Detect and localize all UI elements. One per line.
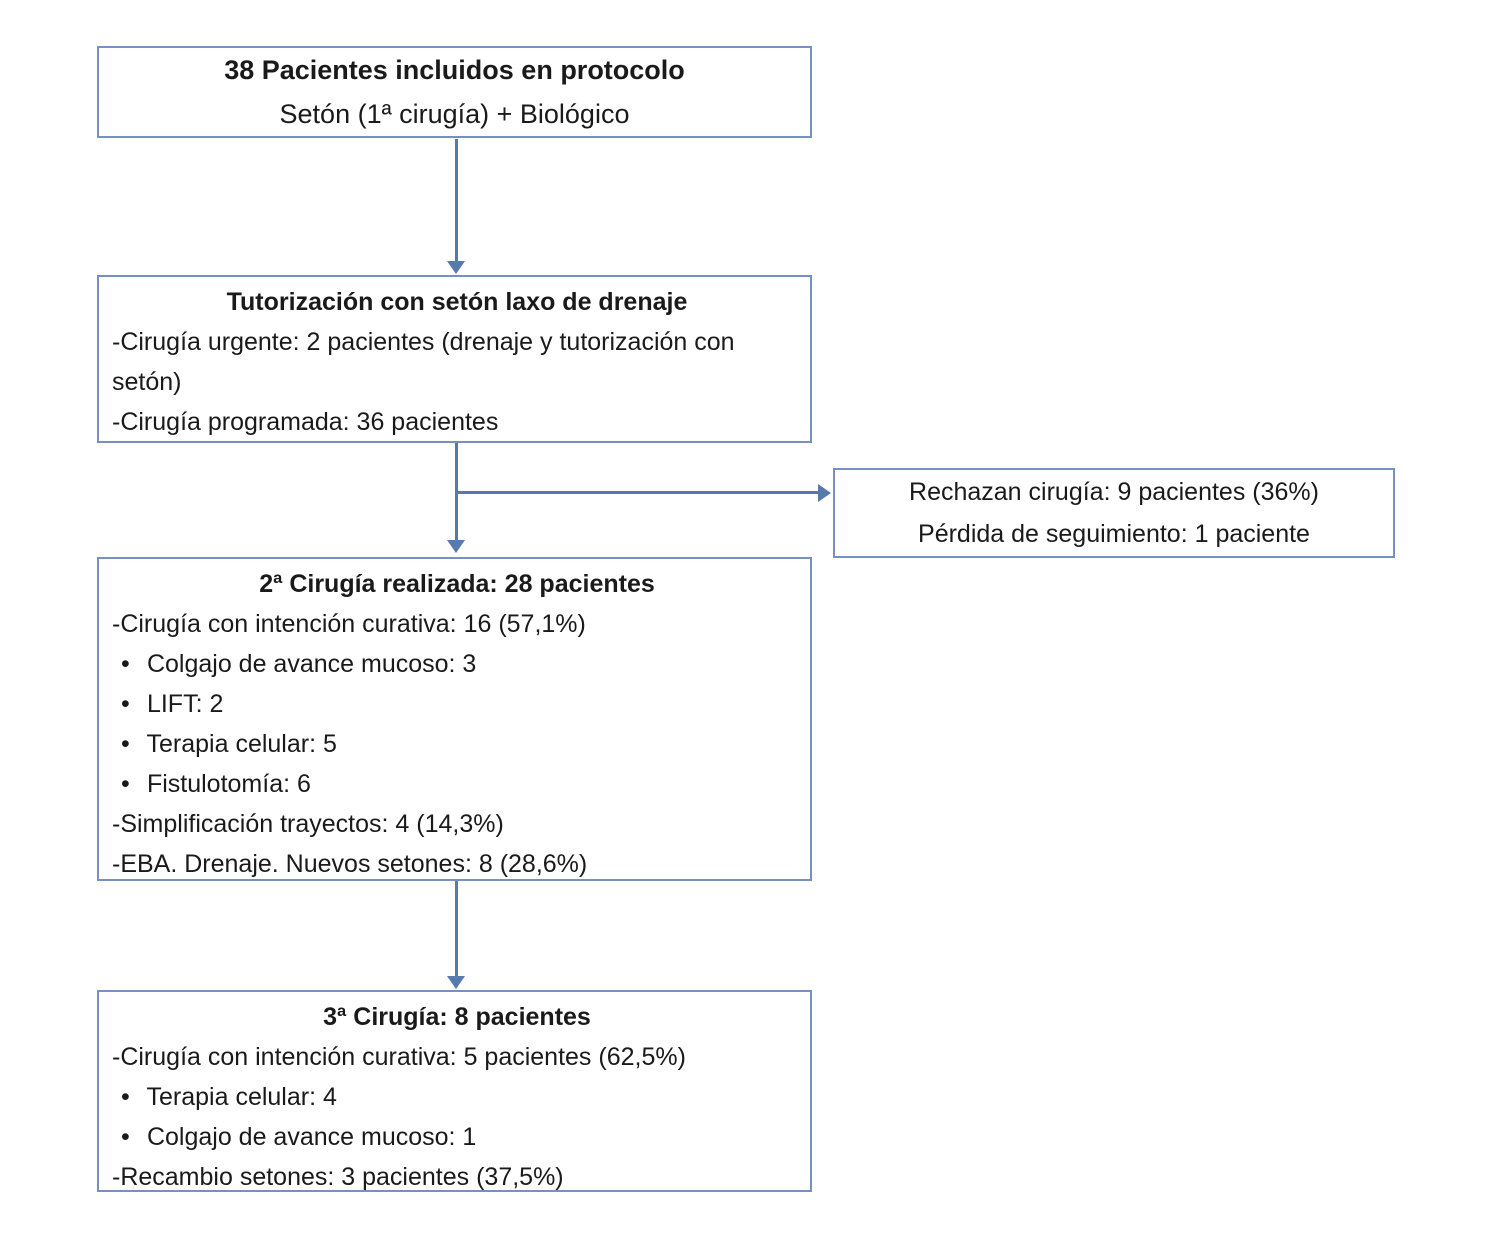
bullet-icon: •: [121, 1083, 130, 1111]
box-segunda-cirugia: 2ª Cirugía realizada: 28 pacientes -Ciru…: [97, 557, 812, 881]
list-item-text: Fistulotomía: 6: [146, 770, 311, 798]
box-tercera-cirugia-title: 3ª Cirugía: 8 pacientes: [323, 1003, 591, 1031]
box-protocol-title: 38 Pacientes incluidos en protocolo: [224, 55, 685, 85]
list-item: • Terapia celular: 5: [112, 724, 802, 764]
list-item: • Colgajo de avance mucoso: 3: [112, 644, 802, 684]
box-tercera-cirugia: 3ª Cirugía: 8 pacientes -Cirugía con int…: [97, 990, 812, 1192]
list-item: • LIFT: 2: [112, 684, 802, 724]
list-item-text: -Cirugía urgente: 2 pacientes (drenaje y…: [112, 328, 735, 396]
bullet-icon: •: [121, 730, 130, 758]
list-item-text: Colgajo de avance mucoso: 3: [146, 650, 477, 678]
list-item-text: LIFT: 2: [146, 690, 224, 718]
list-item: -Cirugía con intención curativa: 5 pacie…: [112, 1037, 802, 1077]
bullet-icon: •: [121, 1123, 130, 1151]
box-tutorizacion-title: Tutorización con setón laxo de drenaje: [226, 288, 688, 316]
list-item: -Cirugía programada: 36 pacientes: [112, 402, 802, 442]
exclusion-line: Rechazan cirugía: 9 pacientes (36%): [909, 478, 1319, 506]
list-item: • Colgajo de avance mucoso: 1: [112, 1117, 802, 1157]
list-item: -Cirugía urgente: 2 pacientes (drenaje y…: [112, 322, 802, 402]
list-item: -EBA. Drenaje. Nuevos setones: 8 (28,6%): [112, 844, 802, 884]
bullet-icon: •: [121, 770, 130, 798]
bullet-icon: •: [121, 650, 130, 678]
list-item-text: -Simplificación trayectos: 4 (14,3%): [112, 810, 504, 838]
list-item-text: Terapia celular: 4: [146, 1083, 337, 1111]
list-item: -Simplificación trayectos: 4 (14,3%): [112, 804, 802, 844]
list-item-text: Terapia celular: 5: [146, 730, 337, 758]
list-item: • Terapia celular: 4: [112, 1077, 802, 1117]
list-item-text: -Recambio setones: 3 pacientes (37,5%): [112, 1163, 564, 1191]
list-item-text: -Cirugía con intención curativa: 5 pacie…: [112, 1043, 686, 1071]
exclusion-line: Pérdida de seguimiento: 1 paciente: [918, 520, 1310, 548]
box-tutorizacion: Tutorización con setón laxo de drenaje -…: [97, 275, 812, 443]
list-item-text: -EBA. Drenaje. Nuevos setones: 8 (28,6%): [112, 850, 588, 878]
box-protocol: 38 Pacientes incluidos en protocolo Setó…: [97, 46, 812, 138]
box-segunda-cirugia-title: 2ª Cirugía realizada: 28 pacientes: [259, 570, 655, 598]
list-item: -Recambio setones: 3 pacientes (37,5%): [112, 1157, 802, 1197]
list-item-text: -Cirugía programada: 36 pacientes: [112, 408, 499, 436]
box-protocol-subtitle: Setón (1ª cirugía) + Biológico: [279, 99, 630, 129]
box-exclusion: Rechazan cirugía: 9 pacientes (36%) Pérd…: [833, 468, 1395, 558]
list-item: • Fistulotomía: 6: [112, 764, 802, 804]
bullet-icon: •: [121, 690, 130, 718]
list-item-text: -Cirugía con intención curativa: 16 (57,…: [112, 610, 586, 638]
list-item-text: Colgajo de avance mucoso: 1: [146, 1123, 477, 1151]
list-item: -Cirugía con intención curativa: 16 (57,…: [112, 604, 802, 644]
